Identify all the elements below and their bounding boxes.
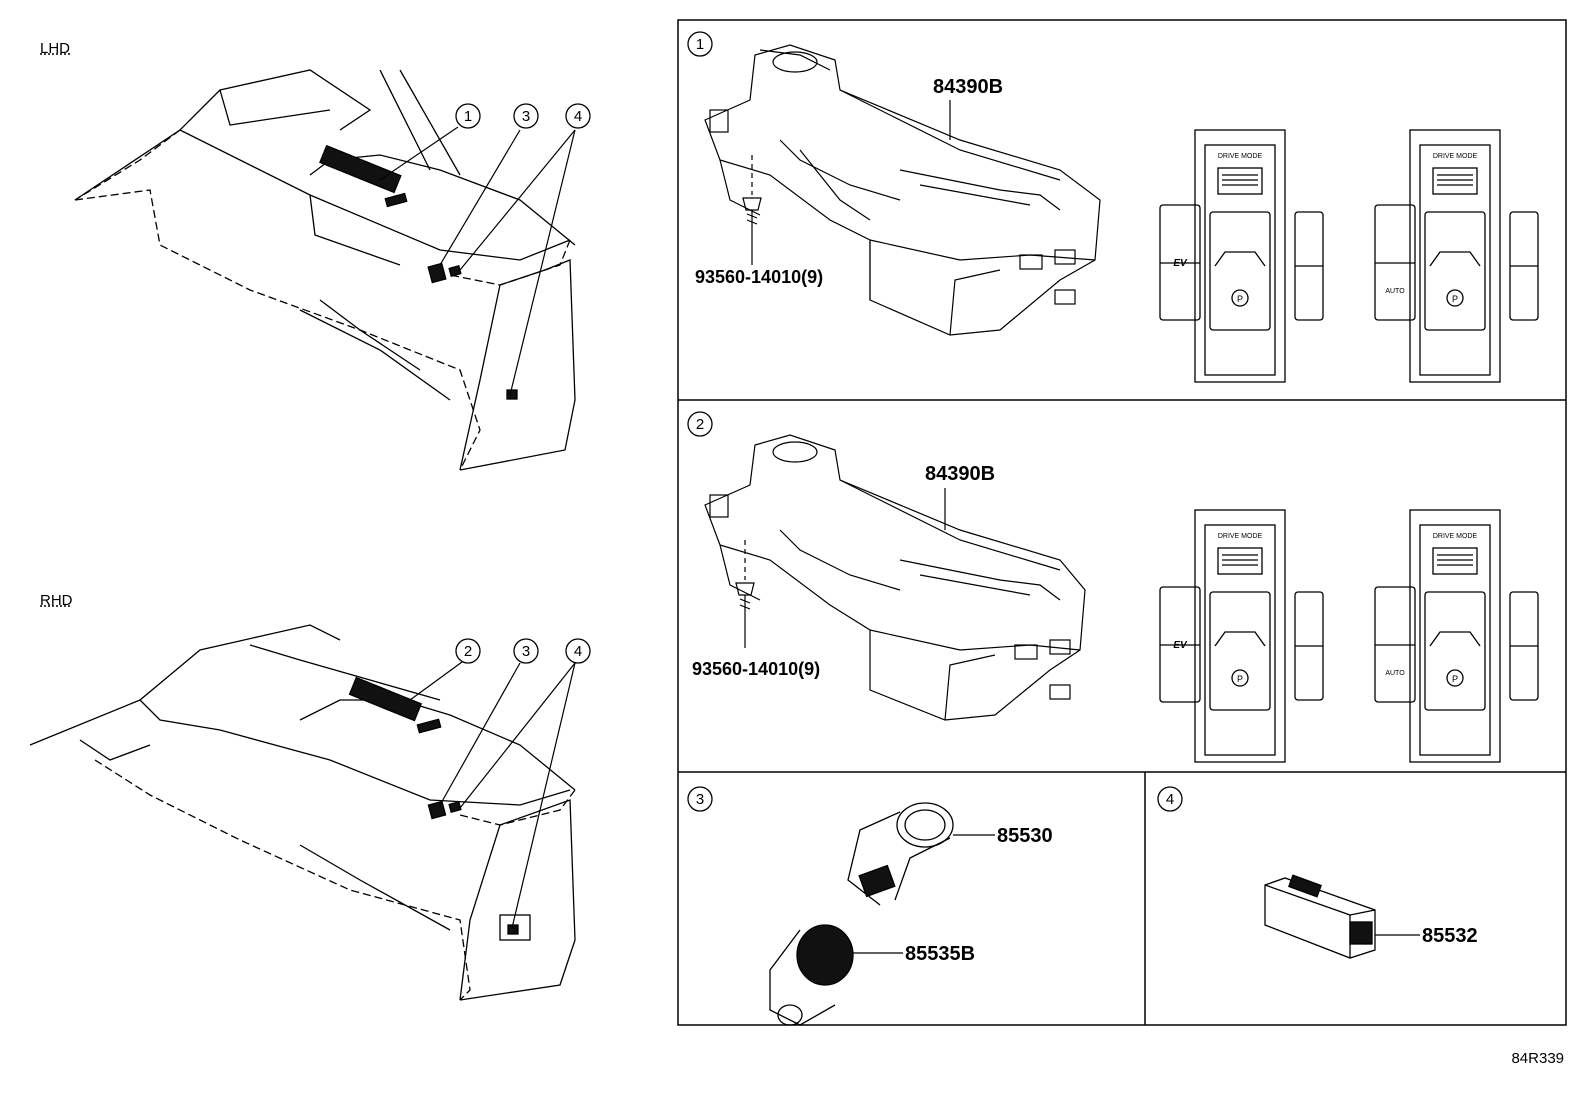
callout-3-text: 3 [522, 108, 530, 125]
section-2-number: 2 [696, 416, 704, 433]
screw-2 [735, 540, 755, 648]
drive-mode-text-2a: DRIVE MODE [1218, 533, 1263, 540]
part-85535b-label: 85535B [905, 943, 975, 965]
section-1-marker: 1 [687, 31, 713, 57]
shift-console-assembly-2 [704, 434, 1086, 721]
ev-mode-text-2a: EV [1173, 640, 1188, 651]
lhd-callout-4: 4 [565, 103, 591, 129]
section-4-number: 4 [1166, 791, 1174, 808]
parking-text-1a: P [1237, 294, 1243, 304]
section-3-number: 3 [696, 791, 704, 808]
rhd-callout-3: 3 [513, 638, 539, 664]
shift-panel-2b [1374, 509, 1539, 763]
section-1-number: 1 [696, 36, 704, 53]
shift-panel-1b [1374, 129, 1539, 383]
part-85532-label: 85532 [1422, 925, 1478, 947]
drive-mode-text-1b: DRIVE MODE [1433, 153, 1478, 160]
section-4-marker: 4 [1157, 786, 1183, 812]
parking-text-2b: P [1452, 674, 1458, 684]
callout-2-text: 2 [464, 643, 472, 660]
parking-text-2a: P [1237, 674, 1243, 684]
shift-panel-2a [1159, 509, 1324, 763]
drive-mode-text-2b: DRIVE MODE [1433, 533, 1478, 540]
auto-text-1b: AUTO [1385, 288, 1405, 295]
drive-mode-text-1a: DRIVE MODE [1218, 153, 1263, 160]
screw-1 [742, 155, 762, 265]
lhd-callout-3: 3 [513, 103, 539, 129]
section-3-marker: 3 [687, 786, 713, 812]
callout-4-text: 4 [574, 108, 582, 125]
lhd-console-illustration [74, 69, 576, 471]
parts-frame [677, 19, 1567, 1026]
ev-mode-text-1a: EV [1173, 258, 1188, 269]
callout-4-text: 4 [574, 643, 582, 660]
lhd-callout-1: 1 [455, 103, 481, 129]
callout-1-text: 1 [464, 108, 472, 125]
rhd-label: RHD [40, 592, 73, 609]
cap-85535b [769, 924, 854, 1026]
callout-3-text: 3 [522, 643, 530, 660]
section-2-marker: 2 [687, 411, 713, 437]
lhd-leader-lines [379, 126, 576, 396]
shift-panel-1a [1159, 129, 1324, 383]
part-84390b-label-1: 84390B [933, 76, 1003, 98]
part-93560-label-2: 93560-14010(9) [692, 659, 820, 679]
socket-85530 [847, 802, 954, 906]
part-84390b-label-2: 84390B [925, 463, 995, 485]
rhd-leader-lines [409, 661, 576, 929]
lhd-label: LHD [40, 40, 71, 57]
shift-console-assembly-1 [704, 44, 1101, 336]
part-85530-label: 85530 [997, 825, 1053, 847]
auto-text-2b: AUTO [1385, 670, 1405, 677]
parking-text-1b: P [1452, 294, 1458, 304]
rhd-console-illustration [29, 624, 576, 1001]
diagram-code: 84R339 [1511, 1050, 1564, 1067]
rhd-callout-4: 4 [565, 638, 591, 664]
part-93560-label-1: 93560-14010(9) [695, 267, 823, 287]
usb-port-85532 [1264, 874, 1376, 959]
rhd-callout-2: 2 [455, 638, 481, 664]
